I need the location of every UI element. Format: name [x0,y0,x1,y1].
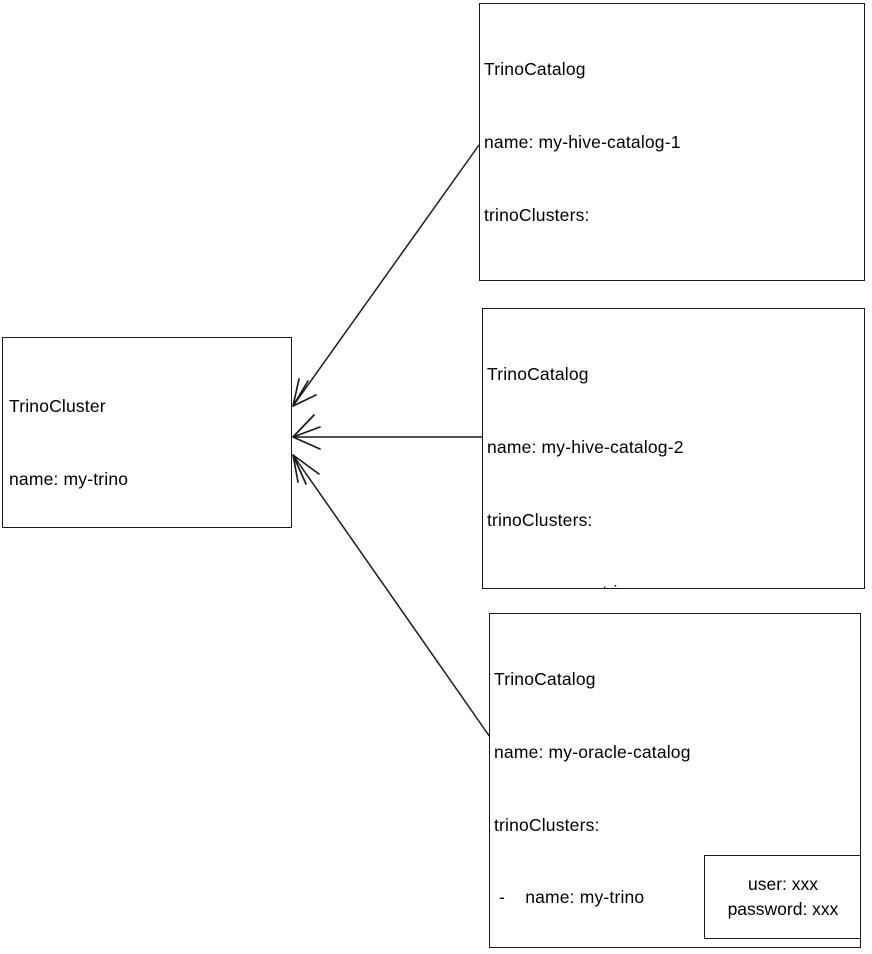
catalog-1-kind-label: TrinoCatalog [484,59,586,80]
catalog-3-kind-label: TrinoCatalog [494,669,596,690]
catalog-2-trinoclusters-item: - name: my-trino [487,580,862,588]
oracle-credentials-secret-node[interactable]: user: xxx password: xxx [704,855,860,939]
secret-user-label: user: xxx [747,874,819,894]
trino-cluster-name-label: name: my-trino [9,469,129,490]
trino-cluster-kind-label: TrinoCluster [9,396,106,417]
catalog-1-trinoclusters-item: - name: my-trino [484,275,862,280]
catalog-3-trinoclusters-key: trinoClusters: [494,814,600,835]
trino-cluster-node[interactable]: TrinoCluster name: my-trino [2,337,292,528]
trino-catalog-node-hive-2[interactable]: TrinoCatalog name: my-hive-catalog-2 tri… [482,308,865,589]
trino-catalog-node-hive-1-text: TrinoCatalog name: my-hive-catalog-1 tri… [484,9,862,280]
edge-hive-catalog-1-to-cluster [292,144,480,407]
catalog-2-name-label: name: my-hive-catalog-2 [487,437,684,458]
catalog-3-name-label: name: my-oracle-catalog [494,742,691,763]
trino-catalog-node-oracle[interactable]: TrinoCatalog name: my-oracle-catalog tri… [489,613,861,948]
edge-hive-catalog-2-to-cluster [292,414,482,450]
secret-password-label: password: xxx [727,899,839,919]
trino-catalog-node-hive-1[interactable]: TrinoCatalog name: my-hive-catalog-1 tri… [479,3,865,281]
catalog-2-trinoclusters-key: trinoClusters: [487,509,593,530]
trino-cluster-node-text: TrinoCluster name: my-trino [9,346,289,527]
catalog-1-name-label: name: my-hive-catalog-1 [484,132,681,153]
trino-catalog-node-hive-2-text: TrinoCatalog name: my-hive-catalog-2 tri… [487,314,862,588]
trino-catalog-node-oracle-text: TrinoCatalog name: my-oracle-catalog tri… [494,619,858,947]
catalog-1-trinoclusters-key: trinoClusters: [484,204,590,225]
catalog-2-kind-label: TrinoCatalog [487,364,589,385]
edge-oracle-catalog-to-cluster [292,454,491,738]
catalog-3-trinoclusters-item: - name: my-trino [494,887,645,908]
